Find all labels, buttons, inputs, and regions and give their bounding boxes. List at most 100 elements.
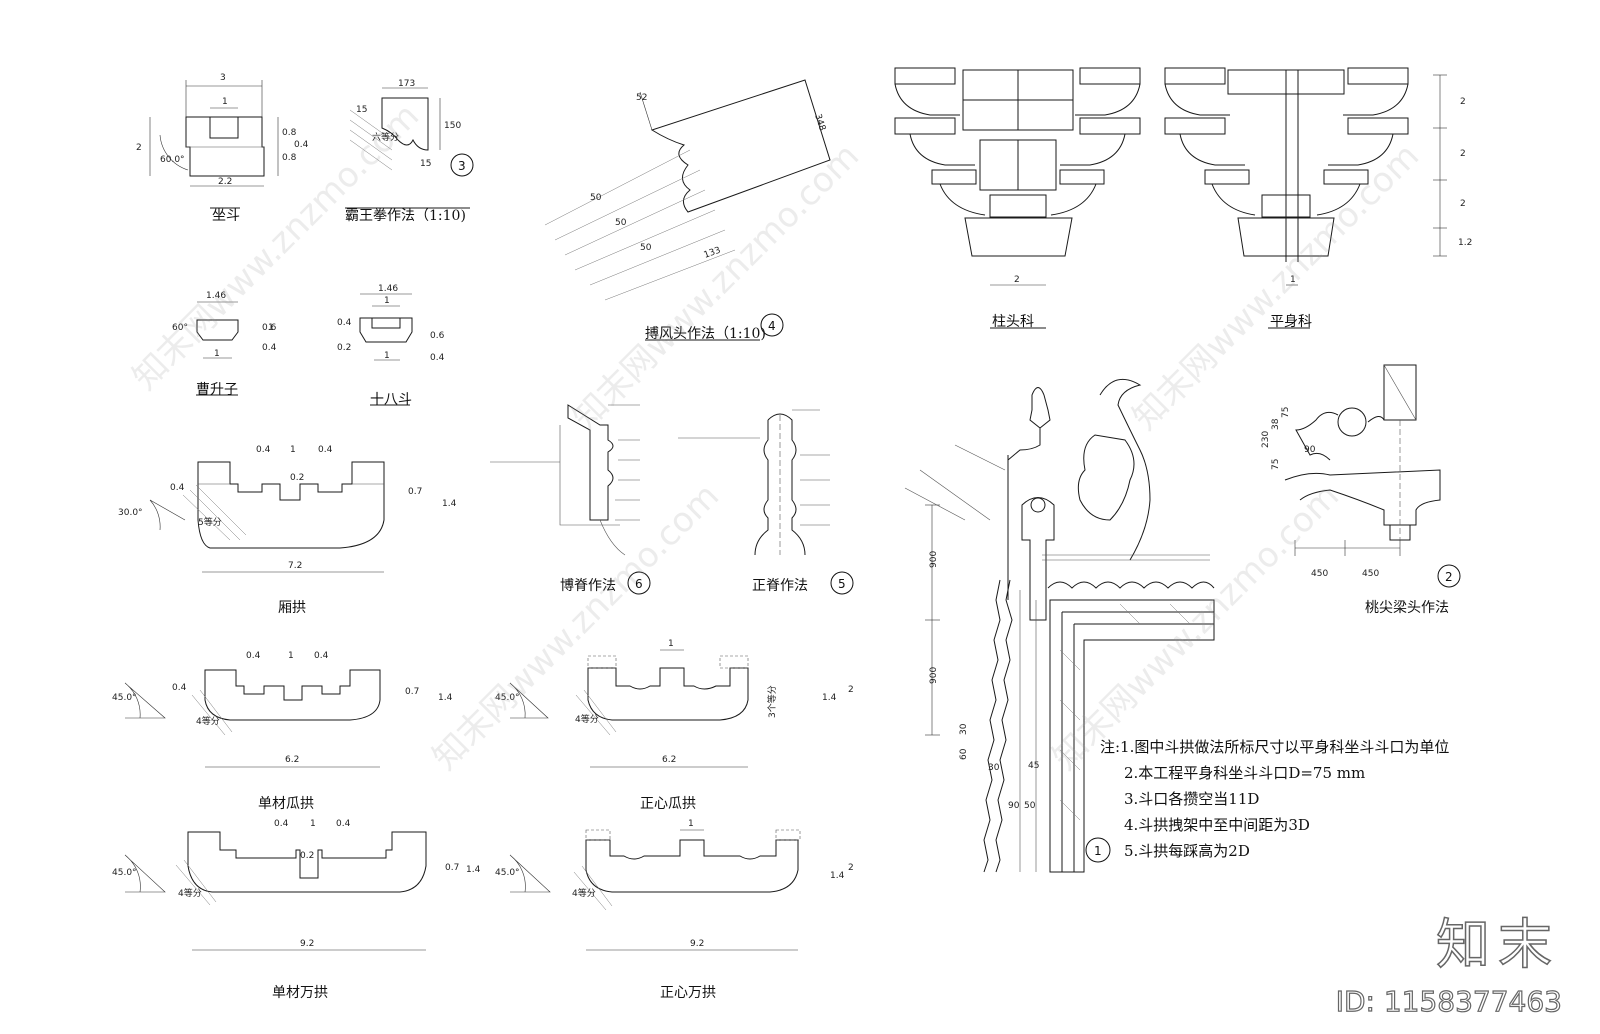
label-sideng-a: 4等分 <box>196 715 220 727</box>
dim-2: 2 <box>136 143 142 153</box>
bofengtou-detail: 52 348 133 50 50 50 4 搏风头作法（1:10) <box>544 79 831 342</box>
dim-1.46b: 1.46 <box>378 284 398 294</box>
dim-45: 45 <box>1028 761 1039 771</box>
dim-50c: 50 <box>640 243 652 253</box>
title-zhengxingua: 正心瓜拱 <box>640 796 696 812</box>
angle-45c: 45.0° <box>112 868 137 878</box>
dim-450b: 450 <box>1362 569 1379 579</box>
dim-60: 60 <box>959 748 969 760</box>
dim-0.7c: 0.7 <box>445 863 459 873</box>
dim-90a: 90 <box>1304 445 1316 455</box>
shibadou-detail: 1.46 1 1 0.4 0.2 0.6 0.4 十八斗 <box>337 284 445 408</box>
angle-45b: 45.0° <box>495 693 520 703</box>
dim-0.4a: 0.4 <box>262 343 277 353</box>
dim-90b: 90 <box>1008 801 1020 811</box>
zhutouke-detail: 2 柱头科 <box>894 67 1141 330</box>
angle-30: 30.0° <box>118 508 143 518</box>
title-taojian: 桃尖梁头作法 <box>1365 600 1449 616</box>
dim-2b: 2 <box>848 863 854 873</box>
dim-1h: 1 <box>310 819 316 829</box>
dim-75b: 75 <box>1281 407 1291 418</box>
boji-detail: 6 博脊作法 <box>490 404 651 595</box>
dim-75a: 75 <box>1271 459 1281 470</box>
angle-60: 60.0° <box>160 155 185 165</box>
label-sideng-d: 4等分 <box>572 887 596 899</box>
angle-60b: 60° <box>172 323 188 333</box>
detail-circle-4 <box>760 313 784 337</box>
dim-1a: 1 <box>214 349 220 359</box>
dim-1i: 1 <box>688 819 694 829</box>
circle-5-num: 5 <box>838 577 846 591</box>
dim-0.7b: 0.7 <box>405 687 419 697</box>
zuodou-detail: 3 1 2.2 2 0.8 0.8 0.4 60.0° 坐斗 <box>136 73 309 224</box>
circle-6-num: 6 <box>635 577 643 591</box>
dim-0.2c: 0.2 <box>300 851 314 861</box>
pingshenke-detail: 1 2 2 2 1.2 平身科 <box>1164 67 1472 330</box>
dim-1d: 1 <box>384 351 390 361</box>
zhengxingua-detail: 6.2 1 1.4 2 3个等分 45.0° 4等分 正心瓜拱 <box>495 639 854 812</box>
note-line-4: 4.斗拱拽架中至中间距为3D <box>1124 816 1310 834</box>
dim-0.8a: 0.8 <box>282 128 297 138</box>
dim-0.2a: 0.2 <box>337 343 351 353</box>
dim-1.4d: 1.4 <box>466 865 481 875</box>
label-sideng-b: 4等分 <box>575 713 599 725</box>
dim-6.2a: 6.2 <box>285 755 299 765</box>
dim-50a: 50 <box>590 193 602 203</box>
dim-0.4k: 0.4 <box>336 819 351 829</box>
dim-2f: 2 <box>1460 199 1466 209</box>
title-xianggong: 厢拱 <box>278 600 306 616</box>
dim-1.2: 1.2 <box>1458 238 1472 248</box>
label-liudeng: 六等分 <box>372 131 399 143</box>
circle-2-num: 2 <box>1445 570 1453 584</box>
angle-45d: 45.0° <box>495 868 520 878</box>
dim-7.2: 7.2 <box>288 561 302 571</box>
dim-3: 3 <box>220 73 226 83</box>
dim-52: 52 <box>636 93 647 103</box>
dim-1b: 1 <box>268 323 274 333</box>
dim-6.2b: 6.2 <box>662 755 676 765</box>
dim-1j: 1 <box>1290 275 1296 285</box>
zhengxinwan-detail: 9.2 1 1.4 2 45.0° 4等分 正心万拱 <box>495 819 854 1001</box>
dim-0.6b: 0.6 <box>430 331 445 341</box>
danmianwan-detail: 9.2 0.4 1 0.4 0.2 0.7 1.4 45.0° 4等分 单材万拱 <box>112 819 481 1001</box>
dim-348: 348 <box>812 113 827 133</box>
dim-450a: 450 <box>1311 569 1328 579</box>
circle-3-num: 3 <box>458 159 466 173</box>
dim-50b: 50 <box>615 218 627 228</box>
dim-1.4a: 1.4 <box>442 499 457 509</box>
dim-0.8b: 0.8 <box>282 153 297 163</box>
dim-0.4g: 0.4 <box>246 651 261 661</box>
dim-9.2a: 9.2 <box>300 939 314 949</box>
note-line-2: 2.本工程平身科坐斗斗口D=75 mm <box>1124 764 1366 782</box>
dim-0.4f: 0.4 <box>170 483 185 493</box>
dim-1.4e: 1.4 <box>830 871 845 881</box>
dim-38: 38 <box>1271 418 1281 430</box>
bawangquan-detail: 173 150 15 15 六等分 3 霸王拳作法（1:10) <box>345 79 474 224</box>
dim-0.4b: 0.4 <box>337 318 352 328</box>
label-wudeng: 5等分 <box>198 516 222 528</box>
eave-section-detail: 900 900 60 30 30 90 50 45 1 <box>904 378 1215 873</box>
dim-0.4i: 0.4 <box>172 683 187 693</box>
dim-0.2b: 0.2 <box>290 473 304 483</box>
detail-circle-5 <box>830 571 854 595</box>
image-id-label: ID: 1158377463 <box>1335 984 1562 1018</box>
dim-1c: 1 <box>384 296 390 306</box>
title-zhengxinwan: 正心万拱 <box>660 985 716 1001</box>
dim-0.4d: 0.4 <box>256 445 271 455</box>
dim-1e: 1 <box>290 445 296 455</box>
dim-0.4e: 0.4 <box>318 445 333 455</box>
angle-45a: 45.0° <box>112 693 137 703</box>
caoshengzi-detail: 1.46 1 0.6 0.4 1 60° 曹升子 <box>172 291 277 398</box>
dim-30b: 30 <box>988 763 1000 773</box>
dim-15a: 15 <box>356 105 367 115</box>
dim-2a: 2 <box>848 685 854 695</box>
title-bawangquan: 霸王拳作法（1:10) <box>345 208 466 224</box>
title-danmiangua: 单材瓜拱 <box>258 796 314 812</box>
dim-900a: 900 <box>929 551 939 568</box>
detail-circle-3 <box>450 153 474 177</box>
dim-1f: 1 <box>288 651 294 661</box>
dim-1g: 1 <box>668 639 674 649</box>
dim-150: 150 <box>444 121 461 131</box>
dim-230: 230 <box>1261 431 1271 448</box>
